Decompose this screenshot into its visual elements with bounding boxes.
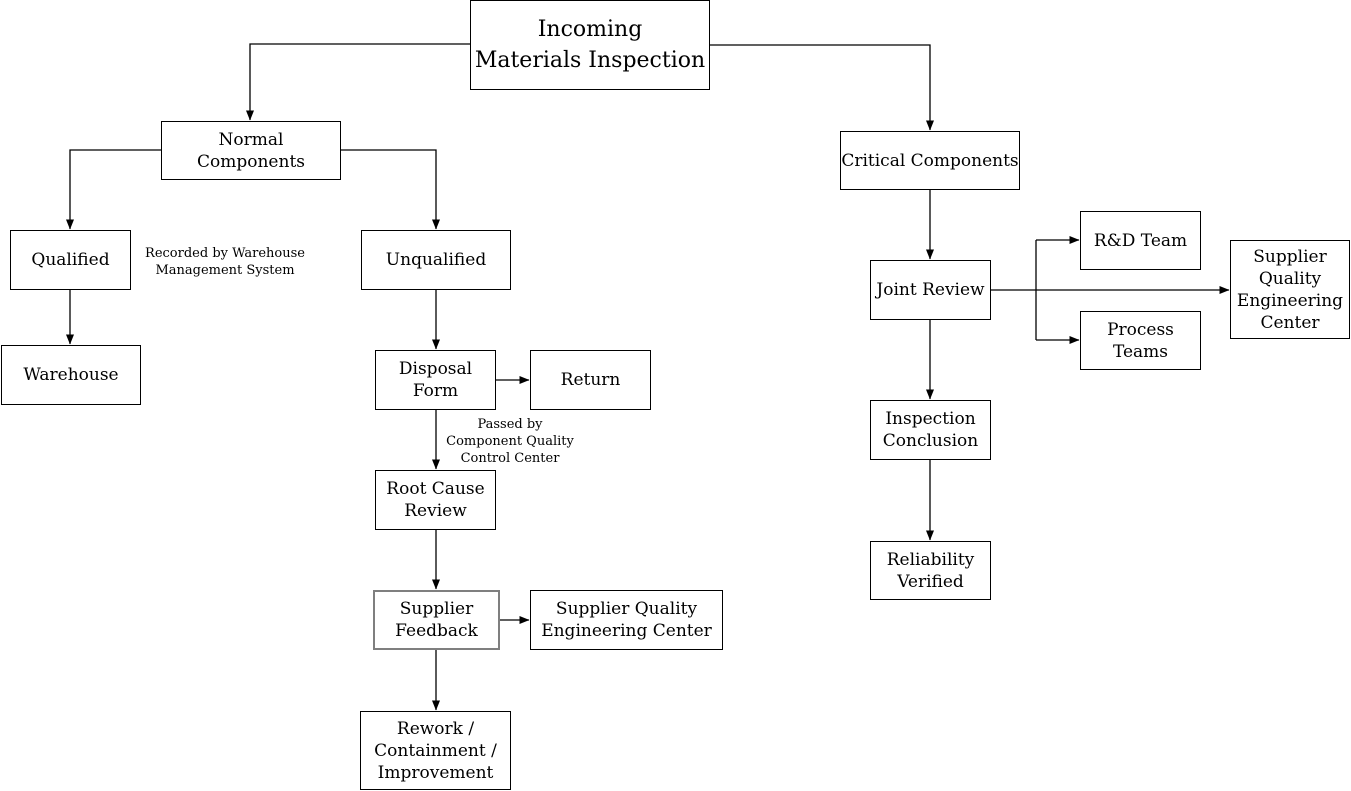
node-label: Reliability — [886, 549, 975, 570]
node-unqualified[interactable]: Unqualified — [361, 230, 511, 290]
node-label: Quality — [1258, 268, 1322, 289]
node-return[interactable]: Return — [530, 350, 651, 410]
node-reliability-verified[interactable]: Reliability Verified — [870, 541, 991, 600]
node-joint-review[interactable]: Joint Review — [870, 260, 991, 320]
node-root-cause-review[interactable]: Root Cause Review — [375, 470, 496, 530]
node-label: Return — [560, 370, 621, 390]
node-label: Normal Components — [197, 129, 305, 172]
node-label: Disposal — [398, 359, 473, 379]
node-label: Incoming — [537, 17, 643, 42]
edge-normal-to-qualified — [66, 149, 161, 230]
node-qualified[interactable]: Qualified — [10, 230, 131, 290]
node-normal-components[interactable]: Normal Components — [161, 121, 341, 180]
node-label: Critical Components — [841, 150, 1019, 171]
note-recorded-by-warehouse: Recorded by Warehouse Management System — [134, 245, 316, 279]
node-label: Rework / — [396, 718, 475, 739]
node-supplier-quality-engineering-center-right[interactable]: Supplier Quality Engineering Center — [1230, 240, 1350, 339]
node-label: Verified — [897, 571, 964, 592]
note-passed-by-component-quality: Passed by Component Quality Control Cent… — [440, 416, 580, 467]
node-label: Engineering Center — [541, 621, 712, 641]
node-label: Containment / — [374, 740, 497, 761]
edge-incoming-to-critical — [710, 44, 934, 131]
edge-incoming-to-normal — [246, 43, 470, 121]
node-label: Supplier — [399, 599, 474, 619]
node-label: Supplier Quality — [555, 599, 698, 619]
node-disposal-form[interactable]: Disposal Form — [375, 350, 496, 410]
node-process-teams[interactable]: Process Teams — [1080, 311, 1201, 370]
node-label: Improvement — [377, 762, 494, 783]
node-rework-containment-improvement[interactable]: Rework / Containment / Improvement — [360, 711, 511, 790]
node-label: Teams — [1112, 341, 1169, 362]
node-rd-team[interactable]: R&D Team — [1080, 211, 1201, 270]
node-label: Feedback — [395, 621, 478, 641]
node-label: Supplier — [1253, 246, 1327, 267]
node-label: Joint Review — [876, 280, 985, 300]
node-label: Process — [1107, 319, 1174, 340]
node-label: Engineering — [1236, 290, 1344, 311]
node-incoming-materials-inspection[interactable]: Incoming Materials Inspection — [470, 0, 710, 90]
node-label: Review — [404, 501, 467, 521]
note-line: Component Quality — [446, 434, 574, 449]
node-label: Center — [1260, 312, 1320, 333]
note-line: Control Center — [460, 451, 560, 466]
node-label: Form — [412, 381, 459, 401]
node-label: Conclusion — [882, 431, 979, 451]
node-label: Root Cause — [386, 479, 485, 499]
node-inspection-conclusion[interactable]: Inspection Conclusion — [870, 400, 991, 460]
node-label: Qualified — [31, 250, 110, 270]
note-line: Management System — [155, 263, 295, 278]
note-line: Passed by — [477, 417, 543, 432]
node-label: R&D Team — [1093, 230, 1188, 251]
node-supplier-feedback[interactable]: Supplier Feedback — [373, 590, 500, 650]
node-label: Inspection — [885, 409, 976, 429]
node-critical-components[interactable]: Critical Components — [840, 131, 1020, 190]
node-warehouse[interactable]: Warehouse — [1, 345, 141, 405]
node-label: Materials Inspection — [474, 48, 706, 73]
edge-normal-to-unqualified — [341, 149, 440, 230]
node-supplier-quality-engineering-center-left[interactable]: Supplier Quality Engineering Center — [530, 590, 723, 650]
node-label: Warehouse — [23, 365, 119, 385]
node-label: Unqualified — [385, 250, 487, 270]
note-line: Recorded by Warehouse — [145, 246, 305, 261]
